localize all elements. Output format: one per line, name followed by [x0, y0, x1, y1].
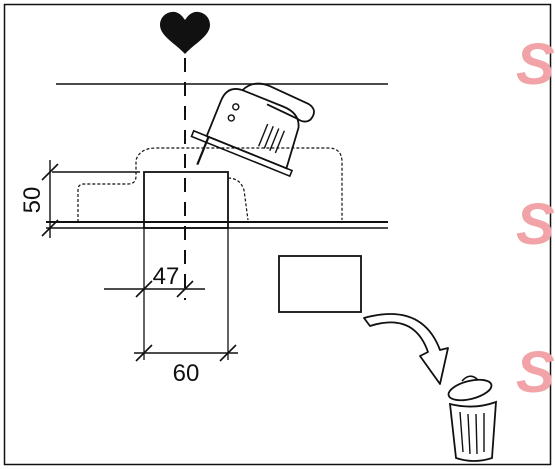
- heart-icon: [160, 11, 210, 54]
- dim-60-tick-left: [135, 344, 153, 362]
- dim-60-label: 60: [173, 360, 200, 387]
- dim-60-tick-right: [219, 344, 237, 362]
- watermark-letter-2: S: [516, 192, 555, 257]
- housing-outline-inner: [227, 177, 249, 221]
- dim-47-label: 47: [153, 263, 180, 290]
- dim-47-tick-right: [176, 280, 194, 298]
- housing-outline: [77, 147, 343, 222]
- diagram-frame: [3, 3, 552, 466]
- jigsaw-icon: [190, 82, 315, 178]
- watermark-letter-3: S: [516, 340, 555, 405]
- cutout-area: [143, 171, 229, 229]
- watermark-letter-1: S: [516, 32, 555, 97]
- trash-can-icon: [447, 375, 497, 462]
- dim-47-tick-left: [135, 280, 153, 298]
- dim-50-tick-bottom: [41, 219, 59, 237]
- curved-arrow-icon: [363, 313, 449, 385]
- dim-50-tick-top: [41, 163, 59, 181]
- removed-piece: [278, 255, 362, 313]
- dim-50-label: 50: [19, 187, 46, 214]
